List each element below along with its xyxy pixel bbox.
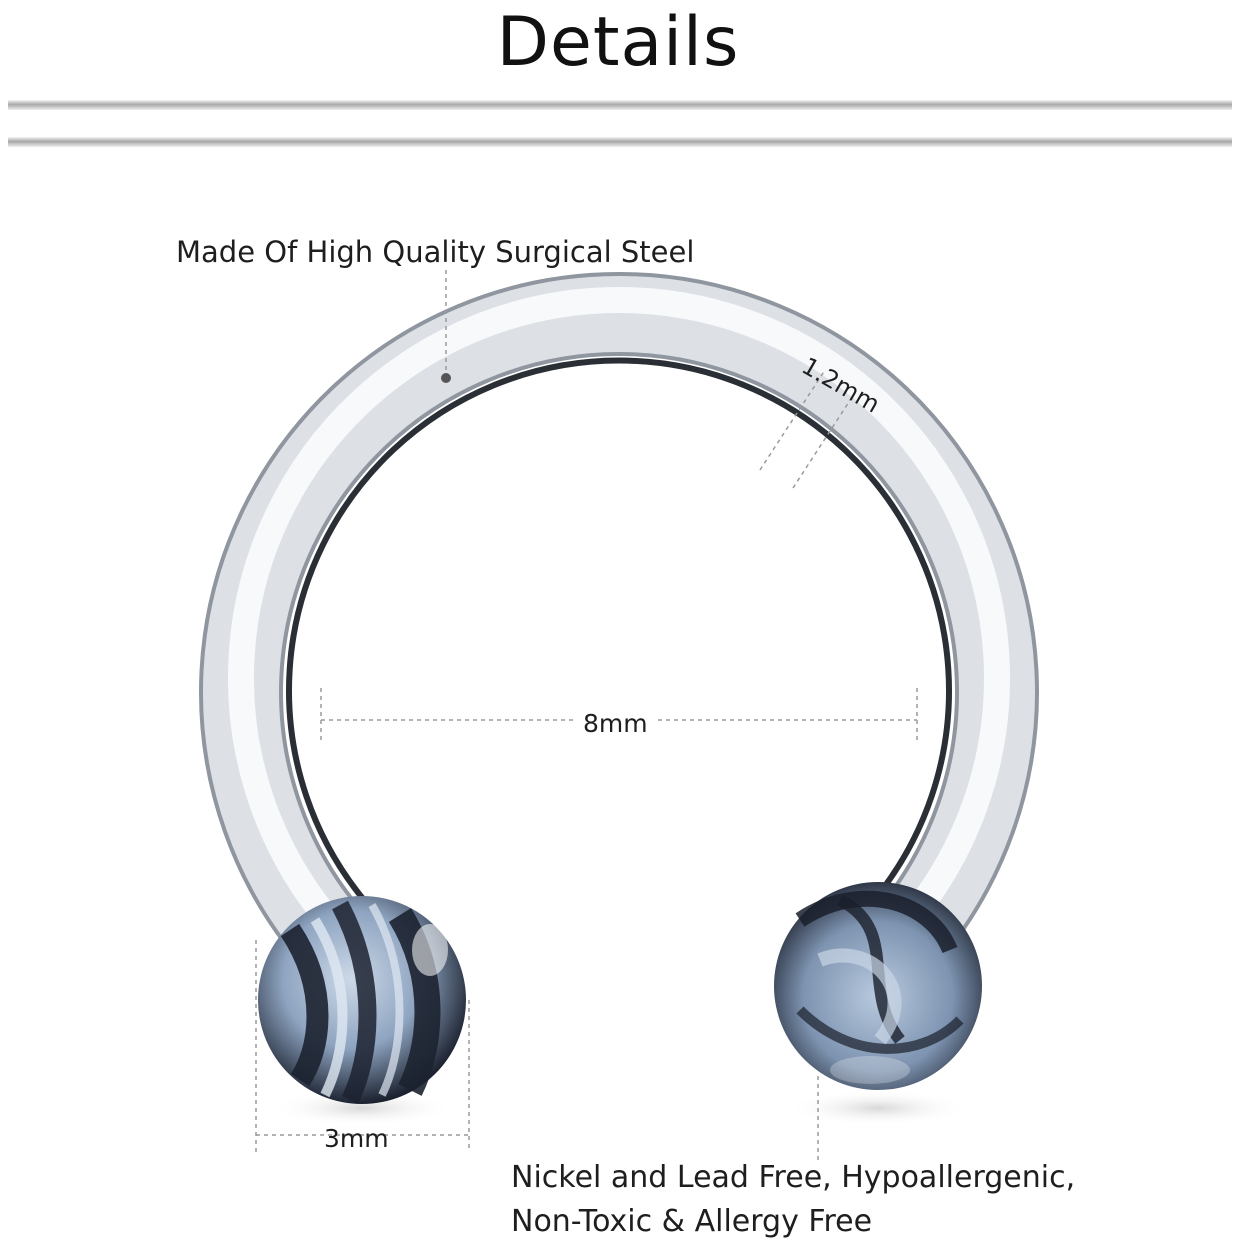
divider-bottom <box>8 137 1232 147</box>
safety-line-2: Non-Toxic & Allergy Free <box>511 1204 873 1239</box>
gauge-tick-2 <box>792 387 859 489</box>
page-title: Details <box>496 3 740 82</box>
material-point <box>441 373 451 383</box>
diameter-label: 8mm <box>579 706 652 742</box>
safety-line-1: Nickel and Lead Free, Hypoallergenic, <box>511 1160 1076 1195</box>
material-label: Made Of High Quality Surgical Steel <box>176 235 695 269</box>
divider-top <box>8 100 1232 110</box>
left-ball <box>258 896 466 1105</box>
ring-highlight <box>228 287 1010 937</box>
right-ball-shadow <box>786 1090 970 1126</box>
left-ball-shadow <box>270 1090 454 1126</box>
ring-inner-shadow <box>286 357 952 902</box>
safety-note: Nickel and Lead Free, Hypoallergenic, No… <box>511 1156 1231 1244</box>
ball-size-label: 3mm <box>324 1124 389 1153</box>
gauge-tick-1 <box>759 369 826 471</box>
right-ball <box>774 882 982 1090</box>
